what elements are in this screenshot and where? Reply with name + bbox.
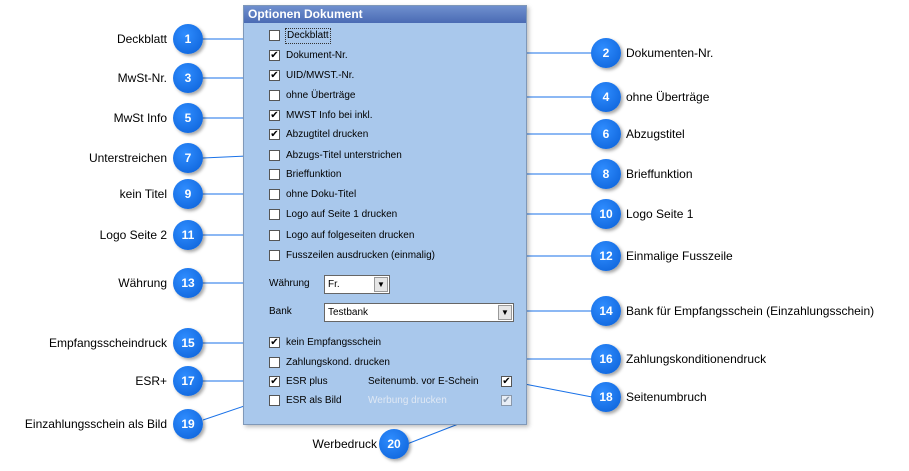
callout-badge-10: 10 xyxy=(591,199,621,229)
callout-badge-20: 20 xyxy=(379,429,409,459)
waehrung-label: Währung xyxy=(269,278,310,289)
callout-badge-2: 2 xyxy=(591,38,621,68)
checkbox-deckblatt[interactable] xyxy=(269,30,280,41)
callout-badge-18: 18 xyxy=(591,382,621,412)
label-ohne-uebertraege: ohne Überträge xyxy=(286,90,356,101)
callout-badge-13: 13 xyxy=(173,268,203,298)
chevron-down-icon[interactable]: ▼ xyxy=(498,305,512,320)
checkbox-esr-bild[interactable] xyxy=(269,395,280,406)
checkbox-abzugtitel[interactable]: ✔ xyxy=(269,129,280,140)
label-esr-bild: ESR als Bild xyxy=(286,395,342,406)
label-werbung: Werbung drucken xyxy=(368,395,447,406)
callout-label-19: Einzahlungsschein als Bild xyxy=(24,417,167,431)
label-mwst-info: MWST Info bei inkl. xyxy=(286,110,373,121)
checkbox-logo-seite1[interactable] xyxy=(269,209,280,220)
callout-badge-9: 9 xyxy=(173,179,203,209)
checkbox-ohne-uebertraege[interactable] xyxy=(269,90,280,101)
checkbox-logo-folgeseiten[interactable] xyxy=(269,230,280,241)
callout-badge-16: 16 xyxy=(591,344,621,374)
callout-label-2: Dokumenten-Nr. xyxy=(626,46,714,60)
waehrung-value: Fr. xyxy=(328,279,340,290)
options-dialog: Optionen Dokument Deckblatt ✔ Dokument-N… xyxy=(243,5,527,425)
checkbox-kein-empfangsschein[interactable]: ✔ xyxy=(269,337,280,348)
connector-18 xyxy=(513,381,593,398)
bank-label: Bank xyxy=(269,306,292,317)
callout-badge-8: 8 xyxy=(591,159,621,189)
label-logo-folgeseiten: Logo auf folgeseiten drucken xyxy=(286,230,415,241)
callout-label-5: MwSt Info xyxy=(113,111,167,125)
checkbox-ohne-doku-titel[interactable] xyxy=(269,189,280,200)
callout-badge-1: 1 xyxy=(173,24,203,54)
label-brieffunktion: Brieffunktion xyxy=(286,169,342,180)
callout-label-1: Deckblatt xyxy=(116,32,167,46)
callout-label-17: ESR+ xyxy=(135,374,167,388)
label-deckblatt: Deckblatt xyxy=(285,28,331,44)
checkbox-zahlungskond[interactable] xyxy=(269,357,280,368)
checkbox-abzugs-unterstrichen[interactable] xyxy=(269,150,280,161)
checkbox-mwst-info[interactable]: ✔ xyxy=(269,110,280,121)
callout-badge-19: 19 xyxy=(173,409,203,439)
callout-label-12: Einmalige Fusszeile xyxy=(626,249,733,263)
callout-badge-6: 6 xyxy=(591,119,621,149)
label-logo-seite1: Logo auf Seite 1 drucken xyxy=(286,209,398,220)
callout-label-18: Seitenumbruch xyxy=(626,390,707,404)
checkbox-seitenumb[interactable]: ✔ xyxy=(501,376,512,387)
callout-label-10: Logo Seite 1 xyxy=(626,207,694,221)
callout-label-9: kein Titel xyxy=(119,187,167,201)
label-kein-empfangsschein: kein Empfangsschein xyxy=(286,337,382,348)
bank-value: Testbank xyxy=(328,307,369,318)
waehrung-select[interactable]: Fr. ▼ xyxy=(324,275,390,294)
callout-badge-3: 3 xyxy=(173,63,203,93)
callout-label-4: ohne Überträge xyxy=(626,90,710,104)
callout-badge-14: 14 xyxy=(591,296,621,326)
checkbox-werbung: ✔ xyxy=(501,395,512,406)
label-zahlungskond: Zahlungskond. drucken xyxy=(286,357,390,368)
callout-label-7: Unterstreichen xyxy=(88,151,167,165)
callout-badge-4: 4 xyxy=(591,82,621,112)
callout-badge-7: 7 xyxy=(173,143,203,173)
callout-label-16: Zahlungskonditionendruck xyxy=(626,352,767,366)
bank-select[interactable]: Testbank ▼ xyxy=(324,303,514,322)
checkbox-esr-plus[interactable]: ✔ xyxy=(269,376,280,387)
callout-label-8: Brieffunktion xyxy=(626,167,693,181)
option-seitenumb[interactable]: Seitenumb. vor E-Schein ✔ xyxy=(368,375,512,391)
callout-badge-17: 17 xyxy=(173,366,203,396)
callout-label-3: MwSt-Nr. xyxy=(117,71,167,85)
callout-label-11: Logo Seite 2 xyxy=(99,228,167,242)
option-werbung: Werbung drucken ✔ xyxy=(368,394,512,410)
callout-label-15: Empfangsscheindruck xyxy=(48,336,167,350)
dialog-title: Optionen Dokument xyxy=(244,6,526,23)
callout-label-14: Bank für Empfangsschein (Einzahlungssche… xyxy=(626,304,875,318)
checkbox-dokument-nr[interactable]: ✔ xyxy=(269,50,280,61)
checkbox-fusszeilen[interactable] xyxy=(269,250,280,261)
callout-badge-5: 5 xyxy=(173,103,203,133)
chevron-down-icon[interactable]: ▼ xyxy=(374,277,388,292)
label-dokument-nr: Dokument-Nr. xyxy=(286,50,348,61)
label-ohne-doku-titel: ohne Doku-Titel xyxy=(286,189,357,200)
label-fusszeilen: Fusszeilen ausdrucken (einmalig) xyxy=(286,250,435,261)
callout-label-13: Währung xyxy=(118,276,167,290)
callout-label-20: Werbedruck xyxy=(312,437,377,451)
callout-label-6: Abzugstitel xyxy=(626,127,685,141)
label-abzugtitel: Abzugtitel drucken xyxy=(286,129,369,140)
label-abzugs-unterstrichen: Abzugs-Titel unterstrichen xyxy=(286,150,402,161)
callout-badge-15: 15 xyxy=(173,328,203,358)
callout-badge-11: 11 xyxy=(173,220,203,250)
callout-badge-12: 12 xyxy=(591,241,621,271)
label-seitenumb: Seitenumb. vor E-Schein xyxy=(368,376,479,387)
checkbox-uid-mwst[interactable]: ✔ xyxy=(269,70,280,81)
label-esr-plus: ESR plus xyxy=(286,376,328,387)
checkbox-brieffunktion[interactable] xyxy=(269,169,280,180)
label-uid-mwst: UID/MWST.-Nr. xyxy=(286,70,355,81)
